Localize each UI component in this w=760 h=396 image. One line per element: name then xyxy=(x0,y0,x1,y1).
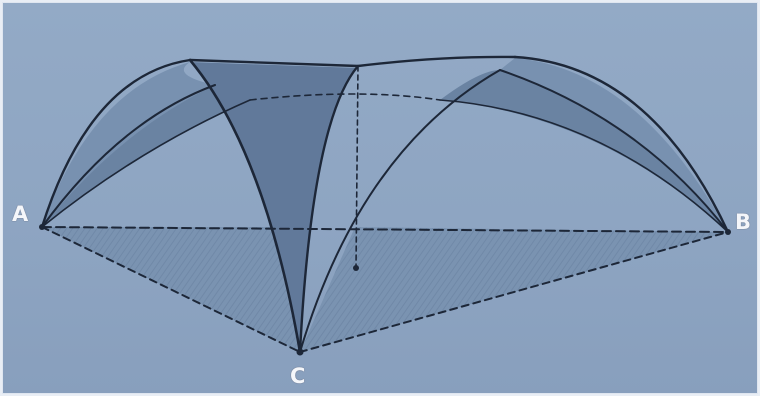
central-web-face xyxy=(190,62,358,352)
left-web-face-lower xyxy=(42,85,250,227)
point-c xyxy=(296,348,304,356)
rib-right-to-c xyxy=(299,69,501,353)
projection-line xyxy=(355,65,359,269)
inner-arch-a2 xyxy=(41,99,251,228)
base-triangle-right xyxy=(300,227,728,352)
rib-center-to-c xyxy=(298,64,360,354)
base-edge-cb xyxy=(299,231,729,353)
label-a: A xyxy=(12,202,29,226)
base-edge-ab xyxy=(41,226,729,233)
projection-foot-point xyxy=(353,265,359,271)
point-a xyxy=(39,224,45,230)
outer-arch-b xyxy=(513,55,730,234)
base-edge-ac xyxy=(41,226,301,353)
point-b xyxy=(725,229,731,235)
left-web-face xyxy=(42,62,215,227)
right-web-face xyxy=(500,58,728,232)
crown-line xyxy=(188,55,517,68)
label-b: B xyxy=(735,210,752,234)
back-arch-dashed xyxy=(249,93,441,101)
label-c: C xyxy=(290,364,306,388)
inner-arch-a xyxy=(41,84,216,228)
inner-arch-b xyxy=(499,69,729,233)
inner-arch-b2 xyxy=(439,99,729,233)
outer-arch-a xyxy=(40,58,192,229)
rib-left-to-c xyxy=(188,58,302,354)
